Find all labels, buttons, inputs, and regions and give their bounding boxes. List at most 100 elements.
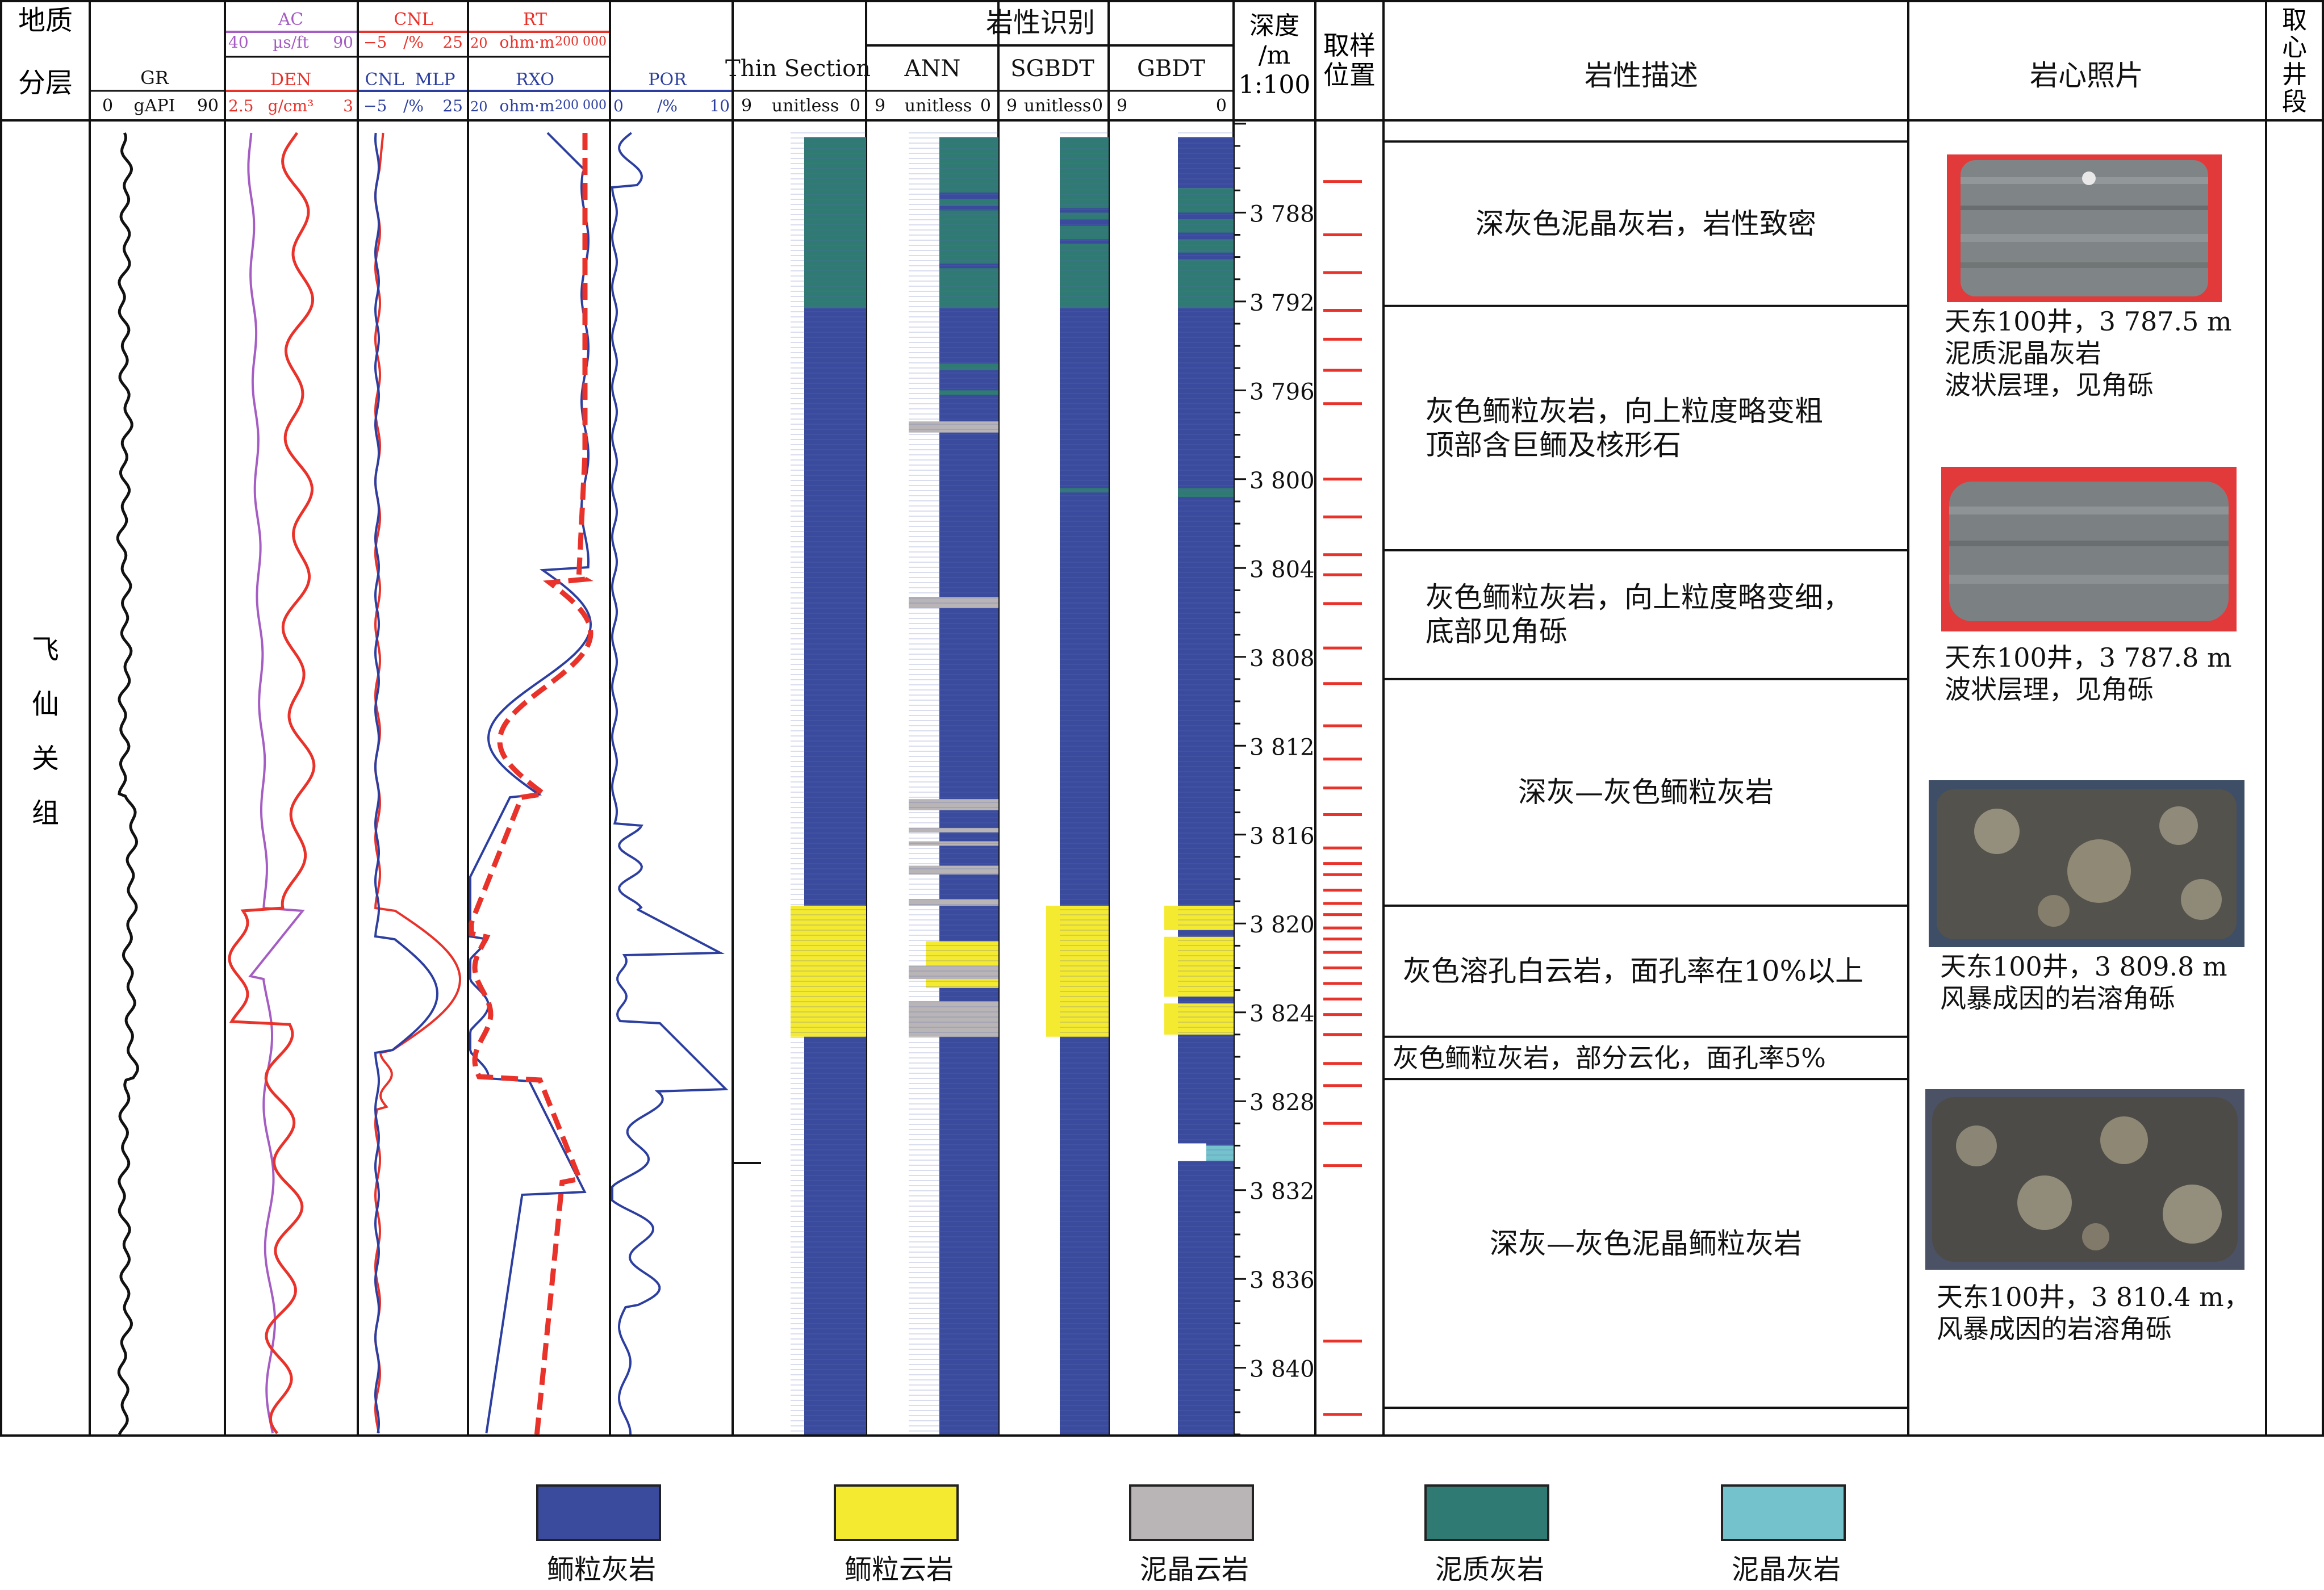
header-strat-col: 地质分层 bbox=[18, 5, 73, 99]
core-photo-4 bbox=[1925, 1089, 2244, 1270]
lith-interval-sgbdt bbox=[1060, 146, 1109, 308]
legend-swatch bbox=[1129, 1484, 1254, 1541]
header-sgbdt-max: 0 bbox=[1092, 96, 1103, 116]
header-ann-max: 0 bbox=[980, 96, 991, 116]
depth-label: 3 840 bbox=[1249, 1357, 1315, 1383]
header-cnlmlp-max: 25 bbox=[442, 97, 463, 115]
legend-item-micritic-dolomite: 泥晶云岩 bbox=[1129, 1484, 1260, 1587]
rxo-curve bbox=[469, 132, 592, 1434]
lith-track-thin-section bbox=[791, 132, 866, 1434]
header-thin-unit: unitless bbox=[772, 96, 839, 116]
lith-interval-gbdt bbox=[1178, 488, 1234, 497]
sample-positions bbox=[1323, 180, 1362, 1416]
header-core-interval: 取心井段 bbox=[2282, 6, 2307, 116]
header-rxo-max: 200 000 bbox=[555, 98, 607, 112]
header-den-name: DEN bbox=[270, 70, 311, 90]
depth-label: 3 820 bbox=[1249, 912, 1315, 938]
lith-description: 灰色鲕粒灰岩，向上粒度略变粗 顶部含巨鲕及核形石 bbox=[1426, 394, 1823, 462]
lith-interval-ann bbox=[939, 363, 998, 371]
header-ac-unit: µs/ft bbox=[273, 33, 309, 52]
depth-label: 3 804 bbox=[1249, 556, 1315, 583]
header-sgbdt-min: 9 bbox=[1006, 96, 1017, 116]
header-core-photo: 岩心照片 bbox=[2030, 59, 2143, 92]
header-gr-max: 90 bbox=[197, 96, 219, 116]
lith-interval-ann bbox=[909, 421, 998, 433]
lith-interval-sgbdt bbox=[1060, 219, 1109, 226]
lith-interval-ann bbox=[939, 137, 998, 308]
core-photo-1-caption: 天东100井，3 787.5 m 泥质泥晶灰岩 波状层理，见角砾 bbox=[1945, 306, 2232, 400]
lith-interval-ann bbox=[909, 1001, 998, 1037]
depth-label: 3 792 bbox=[1249, 290, 1315, 316]
header-thin-max: 0 bbox=[850, 96, 860, 116]
legend-label: 泥晶云岩 bbox=[1139, 1554, 1249, 1585]
depth-label: 3 828 bbox=[1249, 1090, 1315, 1116]
header-gbdt-name: GBDT bbox=[1137, 56, 1205, 82]
lith-description: 深灰—灰色鲕粒灰岩 bbox=[1518, 776, 1774, 809]
lith-interval-gbdt bbox=[1178, 252, 1234, 260]
header-cnl-name: CNL bbox=[394, 10, 433, 30]
depth-label: 3 836 bbox=[1249, 1267, 1315, 1294]
header-den-max: 3 bbox=[343, 97, 353, 115]
lith-interval-gbdt bbox=[1206, 1145, 1234, 1161]
header-por-min: 0 bbox=[613, 97, 624, 115]
lith-interval-gbdt bbox=[1178, 232, 1234, 240]
header-rt-unit: ohm·m bbox=[500, 33, 555, 52]
legend-label: 泥晶灰岩 bbox=[1731, 1554, 1841, 1585]
depth-label: 3 800 bbox=[1249, 468, 1315, 494]
core-photo-3-caption: 天东100井，3 809.8 m 风暴成因的岩溶角砾 bbox=[1940, 951, 2227, 1014]
legend-swatch bbox=[1721, 1484, 1846, 1541]
depth-label: 3 788 bbox=[1249, 201, 1315, 227]
lith-interval-ann bbox=[909, 828, 998, 832]
lith-description: 深灰—灰色泥晶鲕粒灰岩 bbox=[1490, 1227, 1802, 1260]
header-gbdt-max: 0 bbox=[1216, 96, 1227, 116]
legend-label: 泥质灰岩 bbox=[1435, 1554, 1544, 1585]
header-gr-name: GR bbox=[140, 67, 169, 89]
core-photo-3 bbox=[1929, 780, 2244, 947]
legend-item-micritic-limestone: 泥晶灰岩 bbox=[1721, 1484, 1851, 1587]
header-cnlmlp-name: CNL MLP bbox=[365, 70, 455, 90]
well-log-panel: GR 0 gAPI 90 AC 40 µs/ft 90 DEN 2.5 g/cm… bbox=[0, 0, 2324, 1437]
legend-label: 鲕粒云岩 bbox=[844, 1554, 954, 1585]
header-sgbdt-name: SGBDT bbox=[1010, 56, 1094, 82]
header-den-unit: g/cm³ bbox=[268, 97, 314, 115]
lith-track-ann bbox=[909, 132, 998, 1434]
depth-label: 3 816 bbox=[1249, 823, 1315, 850]
header-rt-max: 200 000 bbox=[555, 35, 607, 49]
lith-interval-ann bbox=[909, 965, 998, 980]
rt-curve bbox=[469, 133, 593, 1435]
header-gbdt-min: 9 bbox=[1117, 96, 1127, 116]
lith-interval-ann bbox=[939, 193, 998, 199]
lith-description: 深灰色泥晶灰岩，岩性致密 bbox=[1476, 207, 1816, 240]
header-cnl-min: −5 bbox=[363, 33, 387, 52]
lith-interval-thin bbox=[804, 308, 866, 906]
depth-label: 3 808 bbox=[1249, 646, 1315, 672]
lith-interval-gbdt bbox=[1164, 936, 1234, 997]
lith-interval-ann bbox=[939, 390, 998, 395]
header-ac-min: 40 bbox=[228, 33, 249, 52]
header-cnlmlp-min: −5 bbox=[363, 97, 387, 115]
depth-label: 3 832 bbox=[1249, 1179, 1315, 1205]
legend-swatch bbox=[834, 1484, 959, 1541]
lith-interval-sgbdt bbox=[1060, 308, 1109, 1434]
lith-interval-thin bbox=[804, 137, 866, 308]
lith-interval-ann bbox=[926, 941, 998, 988]
lith-description: 灰色溶孔白云岩，面孔率在10%以上 bbox=[1403, 955, 1864, 988]
formation-name: 飞仙关组 bbox=[32, 634, 59, 829]
header-gr-unit: gAPI bbox=[134, 96, 175, 116]
header-rxo-min: 20 bbox=[470, 99, 488, 115]
lith-interval-gbdt bbox=[1164, 905, 1234, 930]
header-den-min: 2.5 bbox=[228, 97, 254, 115]
core-photo-2-caption: 天东100井，3 787.8 m 波状层理，见角砾 bbox=[1945, 642, 2232, 705]
lith-interval-gbdt bbox=[1178, 188, 1234, 308]
lith-interval-gbdt bbox=[1178, 308, 1234, 1434]
lith-description: 灰色鲕粒灰岩，部分云化，面孔率5% bbox=[1393, 1042, 1826, 1073]
header-cnl-max: 25 bbox=[442, 33, 463, 52]
header-rt-min: 20 bbox=[470, 35, 488, 51]
den-curve bbox=[228, 132, 316, 1434]
lith-interval-thin bbox=[804, 1036, 866, 1434]
depth-label: 3 824 bbox=[1249, 1001, 1315, 1027]
header-thin-name: Thin Section bbox=[725, 56, 871, 82]
legend-item-oolitic-limestone: 鲕粒灰岩 bbox=[536, 1484, 667, 1587]
header-lith-group: 岩性识别 bbox=[986, 7, 1095, 39]
